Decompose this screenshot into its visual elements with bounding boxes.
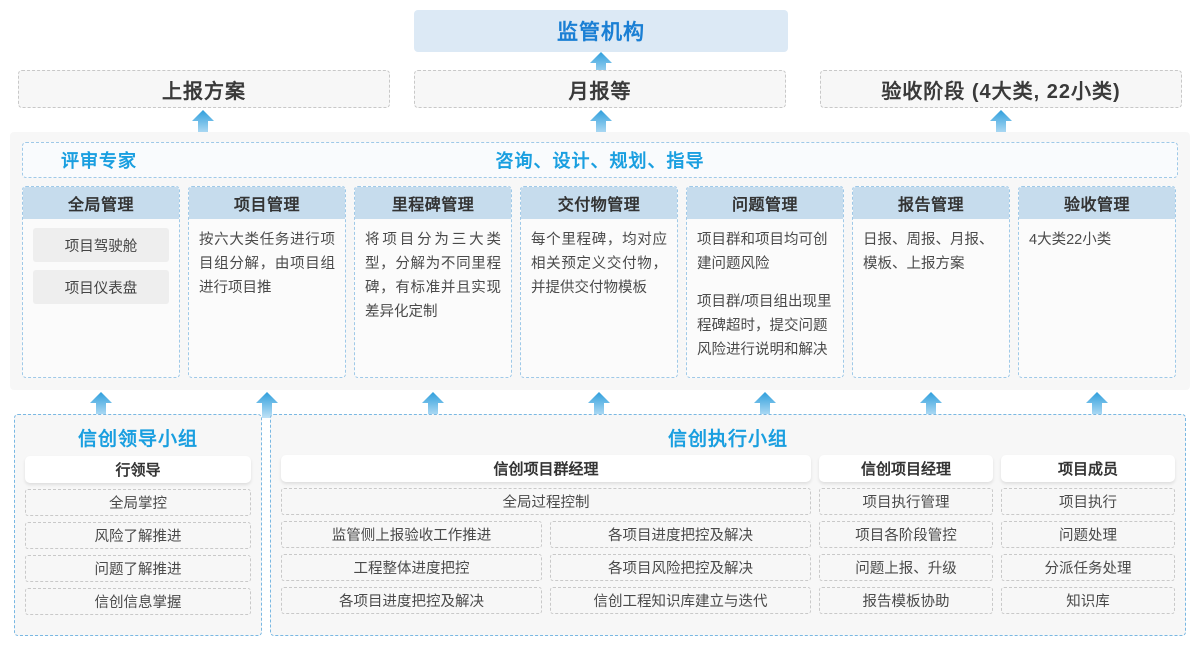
arrow-up-to-module-4	[754, 392, 776, 418]
module-text-1-0: 按六大类任务进行项目组分解，由项目组进行项目推	[199, 232, 335, 296]
program-manager-task-l0[interactable]: 监管侧上报验收工作推进	[281, 521, 542, 548]
program-manager-task-r2[interactable]: 信创工程知识库建立与迭代	[550, 587, 811, 614]
module-chip-0-0[interactable]: 项目驾驶舱	[33, 228, 169, 262]
arrow-up-to-module-6	[1086, 392, 1108, 418]
program-manager-tasks-left: 监管侧上报验收工作推进 工程整体进度把控 各项目进度把控及解决	[281, 515, 542, 614]
program-manager-tasks-right: 各项目进度把控及解决 各项目风险把控及解决 信创工程知识库建立与迭代	[550, 515, 811, 614]
arrow-up-to-channel-0	[192, 110, 214, 136]
module-title-4: 问题管理	[687, 187, 843, 219]
member-task-0[interactable]: 项目执行	[1001, 488, 1175, 515]
leading-group-tasks: 全局掌控 风险了解推进 问题了解推进 信创信息掌握	[25, 483, 251, 615]
module-chip-0-1[interactable]: 项目仪表盘	[33, 270, 169, 304]
platform-roles-bar: 评审专家 咨询、设计、规划、指导	[22, 142, 1178, 178]
member-role[interactable]: 项目成员	[1001, 455, 1175, 482]
role-review-expert: 评审专家	[61, 151, 137, 171]
leading-group-task-1[interactable]: 风险了解推进	[25, 522, 251, 549]
member-task-2[interactable]: 分派任务处理	[1001, 554, 1175, 581]
module-column-deliverable[interactable]: 交付物管理 每个里程碑，均对应相关预定义交付物，并提供交付物模板	[520, 186, 678, 378]
arrow-up-to-module-3	[588, 392, 610, 418]
program-manager-task-r1[interactable]: 各项目风险把控及解决	[550, 554, 811, 581]
module-title-0: 全局管理	[23, 187, 179, 219]
module-text-3-0: 每个里程碑，均对应相关预定义交付物，并提供交付物模板	[531, 232, 667, 296]
member-task-1[interactable]: 问题处理	[1001, 521, 1175, 548]
program-manager-task-l1[interactable]: 工程整体进度把控	[281, 554, 542, 581]
leading-group-task-3[interactable]: 信创信息掌握	[25, 588, 251, 615]
module-body-6: 4大类22小类	[1019, 219, 1175, 260]
module-title-2: 里程碑管理	[355, 187, 511, 219]
execution-group-title: 信创执行小组	[667, 429, 788, 450]
leading-group-task-0[interactable]: 全局掌控	[25, 489, 251, 516]
channel-label-0: 上报方案	[162, 80, 246, 103]
module-text-6-0: 4大类22小类	[1029, 232, 1112, 248]
module-column-milestone[interactable]: 里程碑管理 将项目分为三大类型，分解为不同里程碑，有标准并且实现差异化定制	[354, 186, 512, 378]
module-title-1: 项目管理	[189, 187, 345, 219]
regulator-box: 监管机构	[414, 10, 788, 52]
project-manager-task-2[interactable]: 问题上报、升级	[819, 554, 993, 581]
program-manager-task-r0[interactable]: 各项目进度把控及解决	[550, 521, 811, 548]
arrow-up-to-module-5	[920, 392, 942, 418]
module-text-2-0: 将项目分为三大类型，分解为不同里程碑，有标准并且实现差异化定制	[365, 232, 501, 320]
module-column-acceptance[interactable]: 验收管理 4大类22小类	[1018, 186, 1176, 378]
module-body-1: 按六大类任务进行项目组分解，由项目组进行项目推	[189, 219, 345, 308]
arrow-up-to-channel-2	[990, 110, 1012, 136]
platform-panel: 评审专家 咨询、设计、规划、指导 全局管理 项目驾驶舱 项目仪表盘 项目管理 按…	[10, 132, 1190, 390]
module-column-project[interactable]: 项目管理 按六大类任务进行项目组分解，由项目组进行项目推	[188, 186, 346, 378]
arrow-up-to-channel-1	[590, 110, 612, 136]
module-column-global[interactable]: 全局管理 项目驾驶舱 项目仪表盘	[22, 186, 180, 378]
channel-box-2[interactable]: 验收阶段 (4大类, 22小类)	[820, 70, 1182, 108]
module-body-0: 项目驾驶舱 项目仪表盘	[23, 219, 179, 320]
channel-label-2: 验收阶段 (4大类, 22小类)	[881, 80, 1121, 103]
program-manager-block: 信创项目群经理 全局过程控制 监管侧上报验收工作推进 工程整体进度把控 各项目进…	[281, 455, 811, 627]
leading-group-title: 信创领导小组	[77, 429, 198, 450]
execution-group-panel: 信创执行小组 信创项目群经理 全局过程控制 监管侧上报验收工作推进 工程整体进度…	[270, 414, 1186, 636]
channel-box-1[interactable]: 月报等	[414, 70, 786, 108]
member-block: 项目成员 项目执行 问题处理 分派任务处理 知识库	[1001, 455, 1175, 627]
regulator-label: 监管机构	[557, 21, 645, 44]
leading-group-panel: 信创领导小组 行领导 全局掌控 风险了解推进 问题了解推进 信创信息掌握	[14, 414, 262, 636]
arrow-up-to-module-0	[90, 392, 112, 418]
project-manager-task-3[interactable]: 报告模板协助	[819, 587, 993, 614]
module-title-5: 报告管理	[853, 187, 1009, 219]
project-manager-task-1[interactable]: 项目各阶段管控	[819, 521, 993, 548]
program-manager-role[interactable]: 信创项目群经理	[281, 455, 811, 482]
module-body-5: 日报、周报、月报、模板、上报方案	[853, 219, 1009, 284]
module-body-4: 项目群和项目均可创建问题风险 项目群/项目组出现里程碑超时，提交问题风险进行说明…	[687, 219, 843, 370]
module-text-4-1: 项目群/项目组出现里程碑超时，提交问题风险进行说明和解决	[697, 294, 832, 358]
program-manager-task-l2[interactable]: 各项目进度把控及解决	[281, 587, 542, 614]
module-body-3: 每个里程碑，均对应相关预定义交付物，并提供交付物模板	[521, 219, 677, 308]
module-title-6: 验收管理	[1019, 187, 1175, 219]
arrow-up-to-module-2	[422, 392, 444, 418]
member-task-3[interactable]: 知识库	[1001, 587, 1175, 614]
channel-label-1: 月报等	[568, 80, 632, 103]
program-manager-global-task[interactable]: 全局过程控制	[281, 488, 811, 515]
channel-box-0[interactable]: 上报方案	[18, 70, 390, 108]
project-manager-role[interactable]: 信创项目经理	[819, 455, 993, 482]
project-manager-block: 信创项目经理 项目执行管理 项目各阶段管控 问题上报、升级 报告模板协助	[819, 455, 993, 627]
module-body-2: 将项目分为三大类型，分解为不同里程碑，有标准并且实现差异化定制	[355, 219, 511, 332]
arrow-up-to-module-1	[256, 392, 278, 418]
leading-group-task-2[interactable]: 问题了解推进	[25, 555, 251, 582]
module-text-5-0: 日报、周报、月报、模板、上报方案	[863, 232, 994, 272]
role-consulting: 咨询、设计、规划、指导	[495, 151, 705, 171]
module-text-4-0: 项目群和项目均可创建问题风险	[697, 232, 828, 272]
module-column-issue[interactable]: 问题管理 项目群和项目均可创建问题风险 项目群/项目组出现里程碑超时，提交问题风…	[686, 186, 844, 378]
module-column-report[interactable]: 报告管理 日报、周报、月报、模板、上报方案	[852, 186, 1010, 378]
leading-group-role[interactable]: 行领导	[25, 456, 251, 483]
arrow-up-to-regulator	[590, 52, 612, 78]
project-manager-task-0[interactable]: 项目执行管理	[819, 488, 993, 515]
module-title-3: 交付物管理	[521, 187, 677, 219]
